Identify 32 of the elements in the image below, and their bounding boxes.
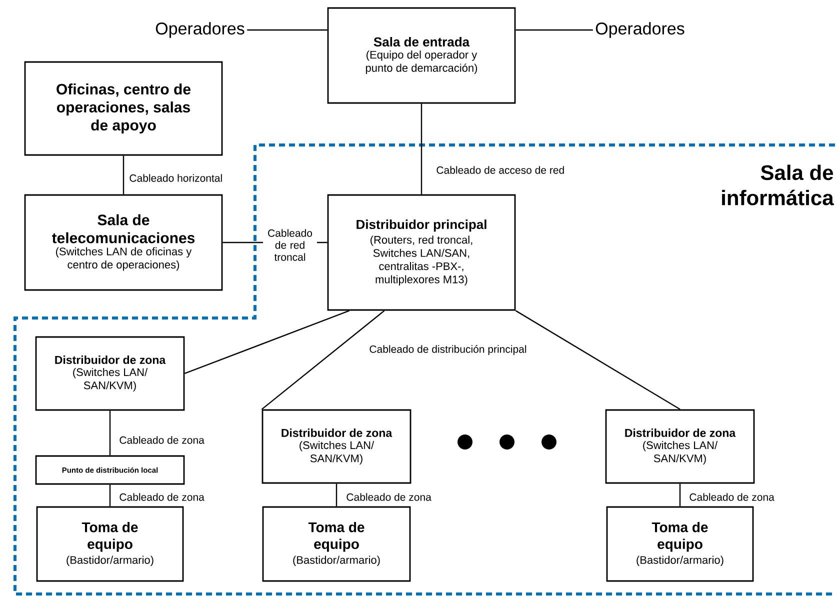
edge-label: Cableado horizontal — [128, 173, 224, 183]
connector-line — [420, 104, 422, 194]
equipment-outlet-box: Toma de equipo (Bastidor/armario) — [606, 506, 754, 582]
dashed-region — [14, 144, 835, 596]
zone-distributor-box: Distribuidor de zona (Switches LAN/ SAN/KVM) — [605, 409, 755, 484]
main-distributor-box: Distribuidor principal (Routers, red troncal, Switches LAN/SAN, centralitas -PBX-, multiplexores M13) — [327, 194, 516, 311]
operator-label: Operadores — [156, 22, 244, 38]
edge-label: Cableado de zona — [345, 492, 432, 502]
region-title: Sala de informática — [722, 164, 834, 206]
operator-label: Operadores — [596, 22, 684, 38]
connector-line — [261, 310, 385, 410]
edge-label: Cableado de red troncal — [263, 228, 317, 262]
zone-distributor-box: Distribuidor de zona (Switches LAN/ SAN/KVM) — [35, 336, 185, 411]
connector-line — [122, 156, 124, 194]
office-box: Oficinas, centro de operaciones, salas de apoyo — [24, 61, 223, 156]
connector-line — [247, 29, 328, 31]
edge-label: Cableado de zona — [118, 435, 206, 445]
edge-label: Cableado de acceso de red — [435, 165, 566, 175]
entry-room-box: Sala de entrada (Equipo del operador y punto de demarcación) — [327, 7, 516, 104]
connector-line — [184, 310, 350, 374]
equipment-outlet-box: Toma de equipo (Bastidor/armario) — [262, 506, 411, 582]
connector-line — [516, 29, 593, 31]
zone-distributor-box: Distribuidor de zona (Switches LAN/ SAN/KVM) — [262, 409, 412, 484]
connector-line — [515, 310, 680, 410]
edge-label: Cableado de zona — [118, 492, 206, 502]
connector-line — [336, 484, 338, 506]
connector-line — [109, 484, 111, 506]
edge-label: Cableado de distribución principal — [368, 344, 528, 356]
connector-line — [679, 484, 681, 506]
edge-label: Cableado de zona — [688, 492, 776, 502]
equipment-outlet-box: Toma de equipo (Bastidor/armario) — [36, 506, 184, 582]
connector-line — [109, 410, 111, 456]
